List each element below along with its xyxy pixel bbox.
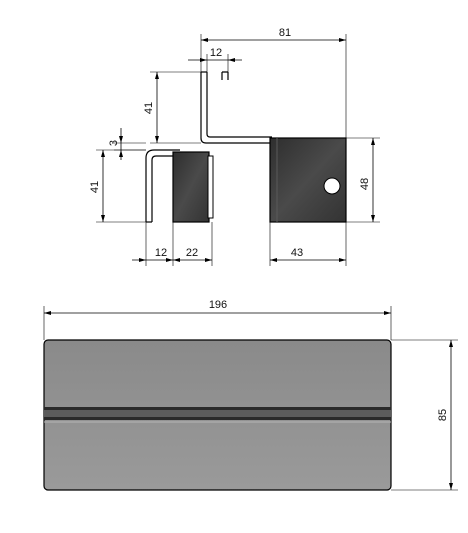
groove-center [44,410,391,417]
dim-left-height: 41 [89,181,101,193]
dim-right-block-height: 48 [359,178,371,190]
side-view: 81 12 41 3 41 [89,27,380,266]
dim-left-flange: 12 [155,247,167,259]
dim-upper-height: 41 [143,102,155,114]
groove-upper [44,407,391,410]
left-profile [145,149,180,222]
upper-flange [221,71,229,80]
dim-right-block-width: 43 [291,247,303,259]
dim-offset: 3 [108,140,120,146]
dim-flange-width: 12 [210,47,222,59]
dim-top-width: 81 [279,27,291,39]
left-block [172,151,210,223]
dim-left-block-width: 22 [186,247,198,259]
upper-profile [200,72,272,144]
groove-lower [44,417,391,420]
left-block-lip [207,155,214,219]
dim-overall-length: 196 [209,299,227,311]
mounting-hole [323,177,341,195]
top-view: 196 85 [43,299,458,491]
dim-overall-depth: 85 [437,409,449,421]
